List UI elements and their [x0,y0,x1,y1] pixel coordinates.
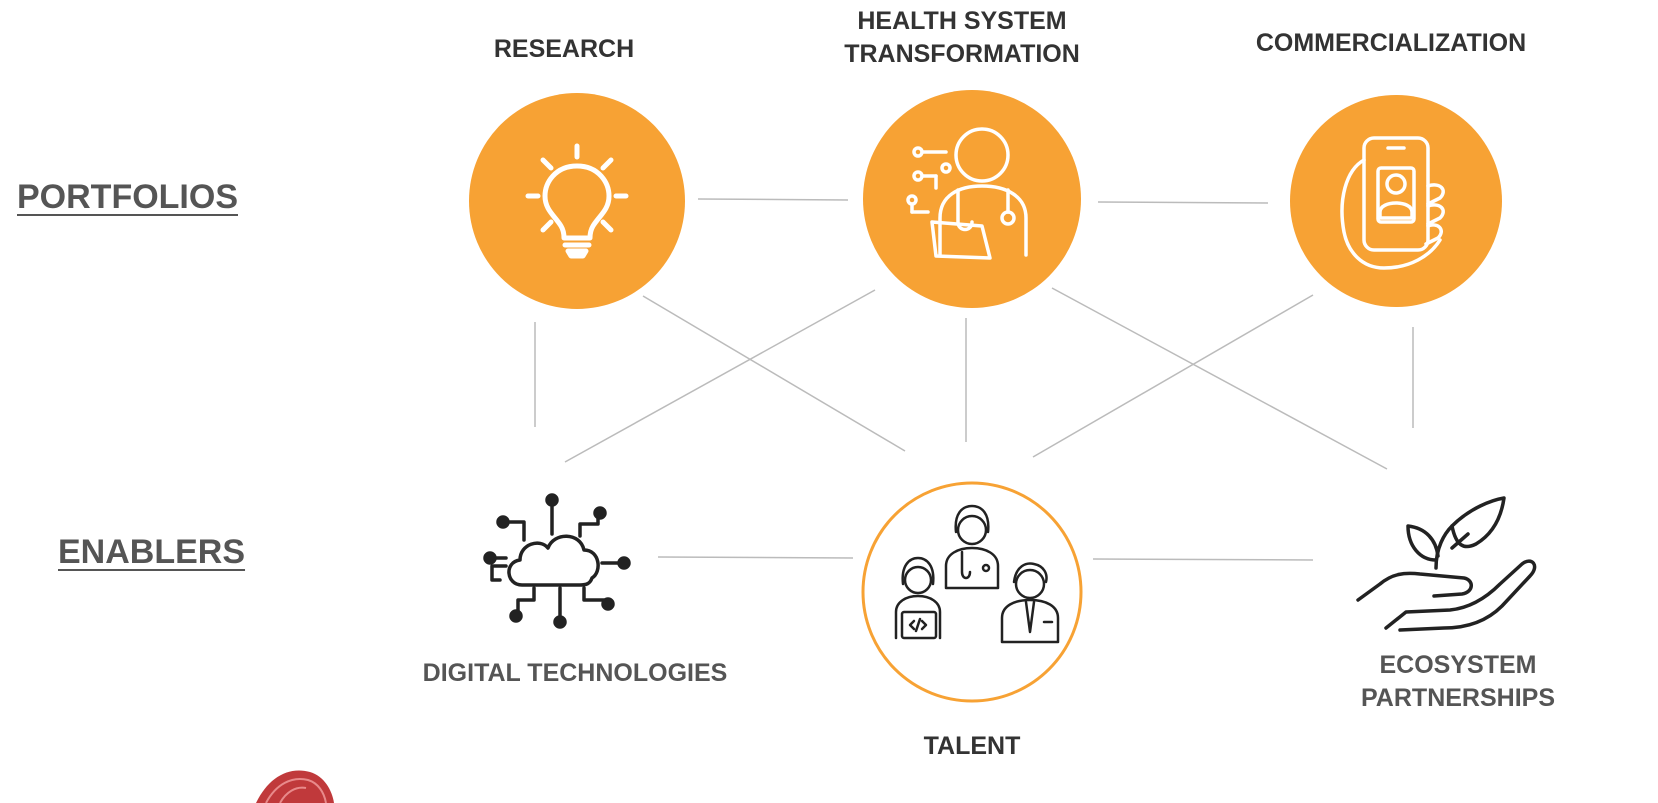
row-label-enablers: ENABLERS [58,533,246,571]
portfolio-title-health-system-transformation: HEALTH SYSTEM TRANSFORMATION [844,5,1080,71]
health-system-transformation-circle [863,90,1081,308]
connector-hst-ecosystem [1051,287,1388,470]
portfolio-title-hst-line1: HEALTH SYSTEM [857,7,1067,35]
connector-hst-commercialization [1097,201,1269,204]
portfolio-title-research: RESEARCH [493,35,635,63]
research-circle [469,93,685,309]
enabler-title-talent: TALENT [923,732,1021,760]
clinician-tablet-icon [906,127,1028,260]
logo-fragment [256,770,334,803]
connector-hst-digital [564,289,876,463]
enabler-title-ecosystem-partnerships: ECOSYSTEM PARTNERSHIPS [1361,649,1555,715]
commercialization-circle [1290,95,1502,307]
cloud-network-icon [483,493,631,629]
connector-research-talent [642,295,906,452]
enabler-title-ecosystem-line1: ECOSYSTEM [1379,651,1537,679]
connectors [534,198,1414,561]
enabler-title-digital-technologies: DIGITAL TECHNOLOGIES [422,659,728,687]
talent-circle [861,481,1083,703]
portfolio-title-hst-line2: TRANSFORMATION [844,40,1080,68]
hand-sprout-icon [1356,496,1537,632]
connector-research-hst [697,198,849,201]
hand-holding-phone-icon [1340,136,1445,270]
connector-commercialization-talent [1032,294,1314,458]
connector-talent-ecosystem [1092,558,1314,561]
lightbulb-icon [525,143,629,259]
enabler-title-ecosystem-line2: PARTNERSHIPS [1360,684,1556,712]
row-label-portfolios: PORTFOLIOS [17,178,238,216]
connector-digital-talent [657,556,854,559]
portfolio-title-commercialization: COMMERCIALIZATION [1255,29,1527,57]
team-people-icon [894,504,1060,644]
